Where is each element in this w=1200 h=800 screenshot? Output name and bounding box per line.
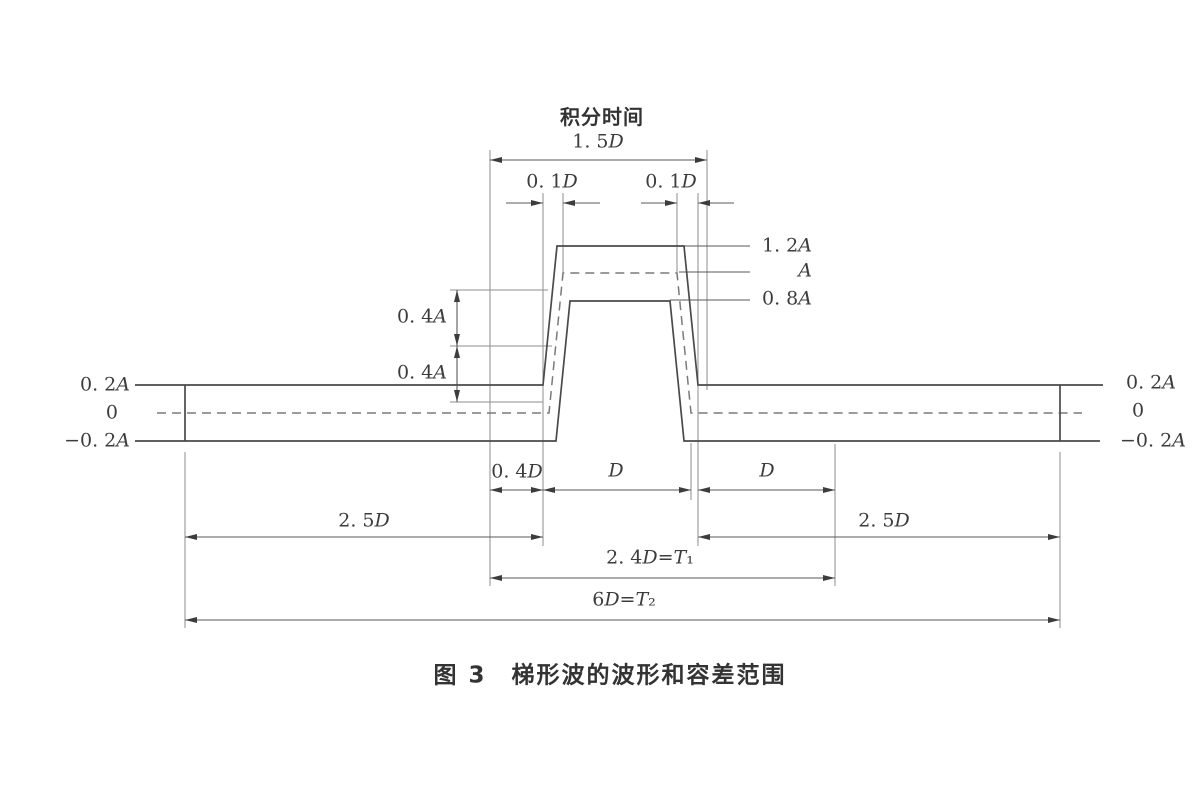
dim-label-1-5d: 1. 5D [572, 130, 624, 153]
axis-left-zero: 0 [105, 401, 118, 424]
dim-label-0-4d: 0. 4D [491, 460, 543, 483]
dim-label-0-1d-right: 0. 1D [645, 170, 697, 193]
dim-label-0-4a-upper: 0. 4A [397, 305, 447, 328]
waveform [135, 245, 1103, 442]
extension-lines [184, 150, 1061, 628]
dimension-lines [185, 157, 1060, 623]
axis-right-lower: −0. 2A [1120, 429, 1186, 452]
nominal-waveform [157, 272, 1082, 414]
lower-tolerance-limit [135, 300, 1100, 442]
dim-label-0-4a-lower: 0. 4A [397, 361, 447, 384]
integration-time-label: 积分时间 [560, 105, 644, 129]
level-label-0-8a: 0. 8A [762, 287, 812, 310]
axis-left-lower: −0. 2A [64, 429, 130, 452]
dim-label-2-5d-left: 2. 5D [338, 509, 390, 532]
axis-right-zero: 0 [1132, 399, 1145, 422]
axis-left-upper: 0. 2A [80, 373, 130, 396]
level-label-1-2a: 1. 2A [762, 234, 812, 257]
dim-label-2-5d-right: 2. 5D [858, 509, 910, 532]
figure-caption: 图 3 梯形波的波形和容差范围 [433, 662, 787, 689]
dim-label-t2: 6D=T₂ [592, 588, 656, 611]
upper-tolerance-limit [135, 245, 1103, 386]
axis-right-upper: 0. 2A [1126, 371, 1176, 394]
dim-label-t1: 2. 4D=T₁ [606, 546, 694, 569]
level-label-a: A [798, 259, 812, 282]
dim-label-d-fall: D [759, 459, 775, 482]
dim-label-d-plateau: D [608, 459, 624, 482]
dim-label-0-1d-left: 0. 1D [526, 170, 578, 193]
